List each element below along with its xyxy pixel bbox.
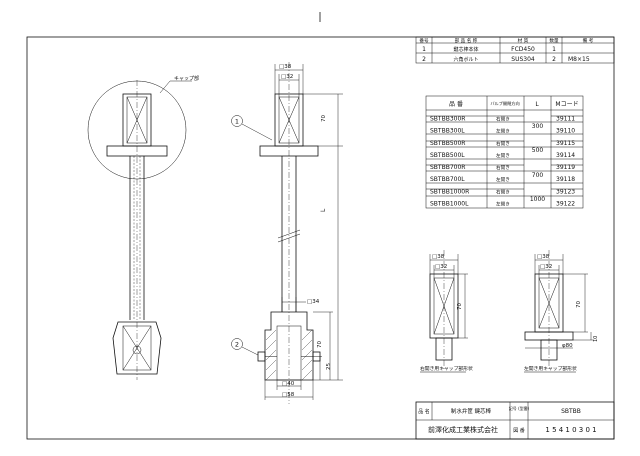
cap-right-dim-38: □38 bbox=[537, 254, 550, 260]
callout-2-label: 2 bbox=[235, 341, 239, 349]
model-length-500: 500 bbox=[532, 147, 544, 154]
model-row2-dir: 左開き bbox=[496, 128, 510, 135]
parts-table: 番号 部 品 名 称 材 質 数量 備 考 1 鍵芯棒本体 FCD450 1 2… bbox=[415, 36, 615, 64]
model-row1-part: SBTBB300R bbox=[430, 116, 465, 123]
parts-row2-qty: 2 bbox=[552, 56, 556, 63]
model-header-length: L bbox=[535, 101, 539, 108]
parts-header-qty: 数量 bbox=[549, 37, 559, 44]
model-header-dir: バルブ開閉方向 bbox=[490, 100, 519, 107]
model-row8-part: SBTBB1000L bbox=[430, 201, 469, 208]
model-row6-part: SBTBB700L bbox=[430, 176, 465, 183]
cap-left-dim-32: □32 bbox=[435, 264, 447, 270]
dim-cap-70: 70 bbox=[321, 115, 327, 122]
cap-view-right-open: □38 □32 70 右開き用キャップ部形状 bbox=[420, 250, 473, 373]
model-row3-code: 39115 bbox=[556, 140, 575, 147]
model-length-1000: 1000 bbox=[530, 196, 545, 203]
model-row8-code: 39122 bbox=[556, 201, 575, 208]
model-length-300: 300 bbox=[532, 123, 544, 130]
model-row7-dir: 右開き bbox=[496, 189, 510, 196]
dim-top-32: □32 bbox=[281, 74, 293, 80]
title-name-label: 品 名 bbox=[418, 408, 430, 415]
model-row4-part: SBTBB500L bbox=[430, 152, 465, 159]
parts-row2-note: M8×15 bbox=[568, 56, 590, 63]
model-row2-part: SBTBB300L bbox=[430, 128, 465, 135]
parts-row2-material: SUS304 bbox=[511, 56, 535, 63]
parts-row1-material: FCD450 bbox=[511, 46, 535, 53]
parts-row1-qty: 1 bbox=[552, 46, 556, 53]
model-row8-dir: 左開き bbox=[496, 201, 510, 208]
cap-left-dim-70: 70 bbox=[457, 303, 463, 310]
left-view: キャップ部 bbox=[87, 75, 199, 380]
title-block: 品 名 制水弁筐 鍵芯棒 記号 (型番) SBTBB 前澤化成工業株式会社 図 … bbox=[415, 401, 615, 440]
parts-row2-name: 六角ボルト bbox=[453, 56, 478, 63]
company-name: 前澤化成工業株式会社 bbox=[428, 425, 498, 434]
cap-right-dim-32: □32 bbox=[540, 264, 552, 270]
cap-right-caption: 左開き用キャップ部形状 bbox=[524, 365, 577, 372]
model-row3-part: SBTBB500R bbox=[430, 140, 465, 147]
callout-2-circle bbox=[231, 338, 243, 350]
model-row5-part: SBTBB700R bbox=[430, 164, 465, 171]
callout-1-label: 1 bbox=[235, 118, 239, 126]
dim-sq-58: □58 bbox=[282, 392, 295, 398]
model-row7-code: 39123 bbox=[556, 189, 575, 196]
cap-right-dim-phi80: φ80 bbox=[562, 343, 573, 349]
model-row5-code: 39119 bbox=[556, 164, 575, 171]
model-row7-part: SBTBB1000R bbox=[430, 189, 469, 196]
model-row4-code: 39114 bbox=[556, 152, 575, 159]
title-code-value: SBTBB bbox=[561, 408, 581, 415]
cap-left-dim-38: □38 bbox=[432, 254, 445, 260]
model-row5-dir: 右開き bbox=[496, 164, 510, 171]
dim-sq-40: □40 bbox=[282, 381, 295, 387]
cap-left-caption: 右開き用キャップ部形状 bbox=[420, 365, 473, 372]
main-view: □38 □32 70 L □34 70 25 □40 bbox=[231, 62, 343, 404]
drawing-border bbox=[26, 36, 615, 440]
parts-header-name: 部 品 名 称 bbox=[455, 37, 478, 44]
title-code-label: 記号 (型番) bbox=[509, 405, 530, 411]
model-row1-code: 39111 bbox=[556, 116, 575, 123]
dim-bolt-25: 25 bbox=[326, 363, 332, 370]
model-row6-code: 39118 bbox=[556, 176, 575, 183]
model-row1-dir: 右開き bbox=[496, 116, 510, 123]
model-row4-dir: 左開き bbox=[496, 152, 510, 159]
model-header-part: 品 番 bbox=[449, 101, 463, 108]
dim-length-L: L bbox=[320, 208, 327, 212]
callout-1-circle bbox=[231, 115, 243, 127]
model-header-code: Mコード bbox=[555, 101, 578, 108]
drawing-number: 1 5 4 1 0 3 0 1 bbox=[545, 426, 596, 434]
dim-socket-70: 70 bbox=[317, 341, 323, 348]
model-row2-code: 39110 bbox=[556, 128, 575, 135]
parts-header-material: 材 質 bbox=[518, 37, 529, 44]
dim-sq-34: □34 bbox=[307, 299, 320, 305]
parts-header-no: 番号 bbox=[419, 37, 429, 44]
model-row3-dir: 右開き bbox=[496, 140, 510, 147]
parts-row1-no: 1 bbox=[422, 46, 426, 53]
cap-view-left-open: □38 □32 70 10 φ80 左開き用キャップ部形状 bbox=[524, 250, 599, 373]
model-row6-dir: 左開き bbox=[496, 176, 510, 183]
parts-row2-no: 2 bbox=[422, 56, 426, 63]
cap-right-dim-10: 10 bbox=[593, 336, 599, 342]
dim-top-38: □38 bbox=[279, 64, 292, 70]
parts-row1-name: 鍵芯棒本体 bbox=[453, 46, 478, 53]
title-name-value: 制水弁筐 鍵芯棒 bbox=[451, 407, 492, 415]
drawing-no-label: 図 番 bbox=[513, 427, 525, 434]
model-table: 品 番 バルブ開閉方向 L Mコード SBTBB300R 右開き 39111 S… bbox=[425, 95, 584, 209]
parts-header-note: 備 考 bbox=[583, 37, 594, 44]
model-length-700: 700 bbox=[532, 172, 544, 179]
cap-part-label: キャップ部 bbox=[174, 75, 199, 82]
cap-right-dim-70: 70 bbox=[576, 301, 582, 308]
